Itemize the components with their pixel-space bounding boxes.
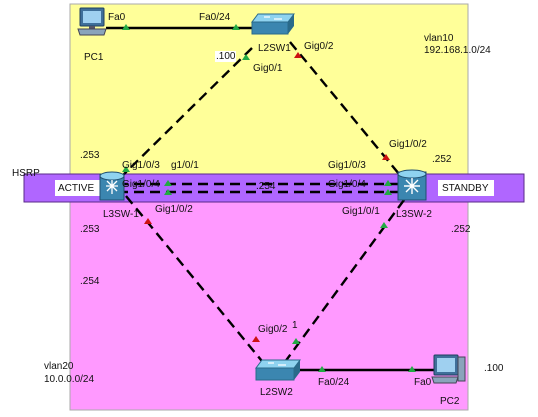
standby-box xyxy=(438,180,494,196)
l2sw1-gig01-label: Gig0/1 xyxy=(253,63,283,74)
pc1-port-label: Fa0 xyxy=(108,12,126,23)
link-up-indicator xyxy=(408,366,416,372)
pc2-icon[interactable] xyxy=(431,354,466,384)
l2sw1-ip-label: .100 xyxy=(215,51,237,62)
l3sw1-ip-top-label: .253 xyxy=(80,150,100,161)
link-up-indicator xyxy=(164,189,172,195)
l2sw1-fa024-label: Fa0/24 xyxy=(199,12,231,23)
l3sw2-ip-top-label: .252 xyxy=(432,154,452,165)
l2sw1-gig02-label: Gig0/2 xyxy=(304,41,334,52)
link-up-indicator xyxy=(122,166,130,172)
pc2-name: PC2 xyxy=(440,396,460,407)
pc2-ip-label: .100 xyxy=(484,363,504,374)
pc1-name: PC1 xyxy=(84,52,104,63)
link-up-indicator xyxy=(384,180,392,186)
l3-switch-icon[interactable] xyxy=(397,169,427,201)
standby-state-label: STANDBY xyxy=(442,183,489,194)
pc2-port-label: Fa0 xyxy=(414,377,432,388)
l3sw1-name: L3SW-1 xyxy=(103,209,139,220)
l3sw1-gig104-label: Gig1/0/4 xyxy=(122,179,160,190)
link-up-indicator xyxy=(122,24,130,30)
active-state-label: ACTIVE xyxy=(58,183,95,194)
l2-switch-icon[interactable] xyxy=(251,13,295,35)
link-blocked-indicator xyxy=(382,154,390,160)
l3sw1-gig102-label: Gig1/0/2 xyxy=(155,204,193,215)
link-up-indicator xyxy=(380,222,388,228)
l3sw1-gig103-label: Gig1/0/3 xyxy=(122,160,160,171)
link-up-indicator xyxy=(232,24,240,30)
l2sw2-fa024-label: Fa0/24 xyxy=(318,377,350,388)
l3sw2-gig101-label: Gig1/0/1 xyxy=(342,206,380,217)
link-blocked-indicator xyxy=(144,218,152,224)
vlan20-subnet-label: 10.0.0.0/24 xyxy=(44,374,95,385)
cable-l3sw1-l2sw2 xyxy=(125,195,267,367)
link-blocked-indicator xyxy=(294,52,302,58)
l3-switch-icon[interactable] xyxy=(99,171,125,201)
link-indicators xyxy=(122,24,416,372)
l3sw2-ip-bottom-label: .252 xyxy=(451,224,471,235)
hsrp-label: HSRP xyxy=(12,168,40,179)
link-up-indicator xyxy=(242,54,250,60)
l3sw1-ip-bottom-label: .253 xyxy=(80,224,100,235)
l2sw2-gig02-label: Gig0/2 xyxy=(258,324,288,335)
vlan10-label: vlan10 xyxy=(424,33,454,44)
l3sw1-gig101-label: g1/0/1 xyxy=(171,160,199,171)
pc1-icon[interactable] xyxy=(77,7,107,36)
link-up-indicator xyxy=(384,189,392,195)
active-box xyxy=(55,180,101,196)
l2-switch-icon[interactable] xyxy=(255,359,301,381)
l2sw2-name: L2SW2 xyxy=(260,387,293,398)
link-up-indicator xyxy=(318,366,326,372)
vlan20-label: vlan20 xyxy=(44,361,74,372)
link-blocked-indicator xyxy=(252,336,260,342)
l3sw2-gig102-label: Gig1/0/2 xyxy=(389,139,427,150)
link-up-indicator xyxy=(164,180,172,186)
l3sw2-name: L3SW-2 xyxy=(396,209,432,220)
vlan10-subnet-label: 192.168.1.0/24 xyxy=(424,45,491,56)
l2sw1-name: L2SW1 xyxy=(258,43,291,54)
l2sw2-gig01-label: 1 xyxy=(292,320,298,331)
vip-bottom-label: .254 xyxy=(80,276,100,287)
l3sw2-gig103-label: Gig1/0/3 xyxy=(328,160,366,171)
link-up-indicator xyxy=(292,338,300,344)
l3sw2-gig104-label: Gig1/0/4 xyxy=(328,179,366,190)
link-ip-label: .254 xyxy=(256,181,276,192)
